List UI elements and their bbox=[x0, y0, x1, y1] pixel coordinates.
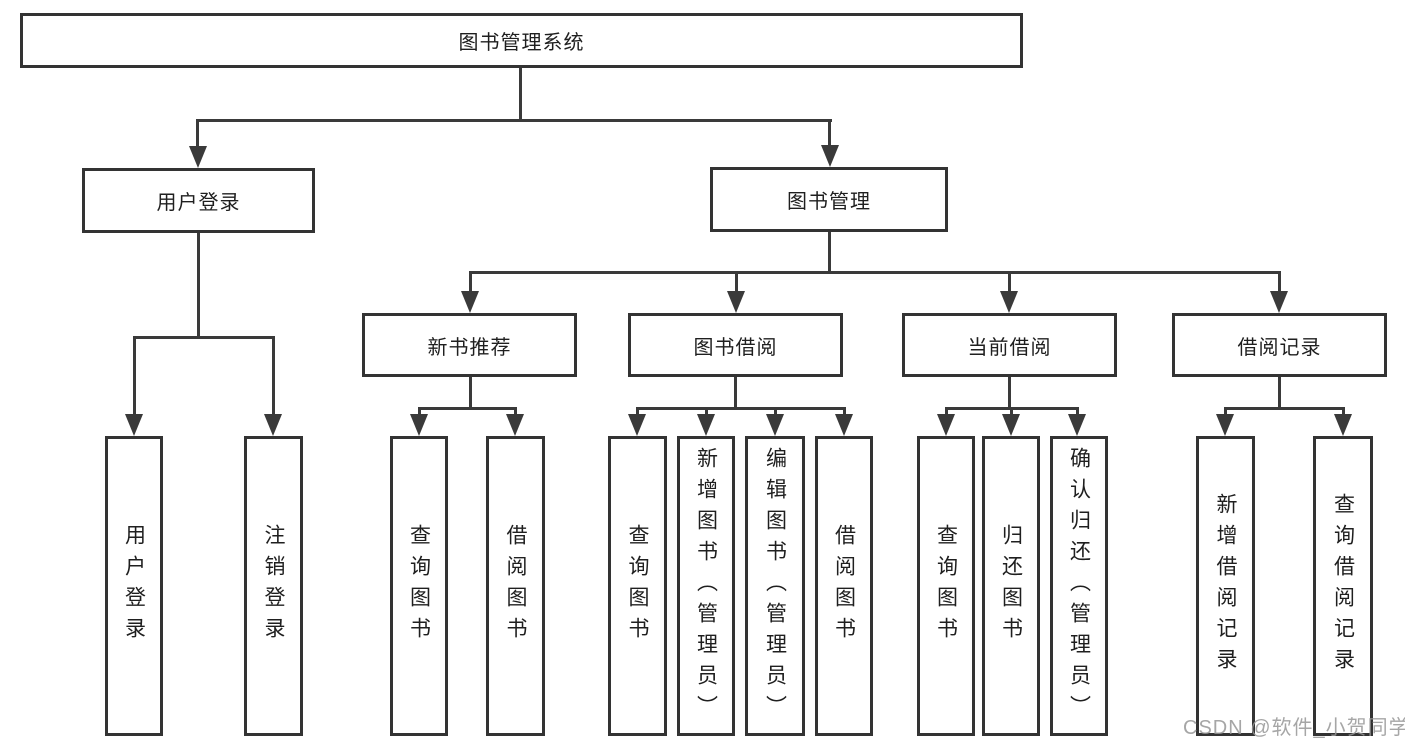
connector bbox=[418, 407, 421, 417]
arrowhead bbox=[461, 291, 479, 313]
node-new-book-recommend: 新书推荐 bbox=[362, 313, 577, 377]
arrowhead bbox=[1270, 291, 1288, 313]
leaf-add-borrow-record: 新增借阅记录 bbox=[1196, 436, 1255, 736]
connector bbox=[636, 407, 846, 410]
node-book-borrow: 图书借阅 bbox=[628, 313, 843, 377]
connector bbox=[1010, 407, 1013, 417]
arrowhead bbox=[1002, 414, 1020, 436]
connector bbox=[514, 407, 517, 417]
leaf-newrec-query-book: 查询图书 bbox=[390, 436, 448, 736]
node-current-borrow: 当前借阅 bbox=[902, 313, 1117, 377]
connector bbox=[197, 233, 200, 339]
arrowhead bbox=[937, 414, 955, 436]
leaf-edit-book-admin-label: 编辑图书（管理员） bbox=[763, 446, 787, 726]
arrowhead bbox=[264, 414, 282, 436]
connector bbox=[418, 407, 517, 410]
connector bbox=[133, 336, 136, 416]
leaf-current-query-book: 查询图书 bbox=[917, 436, 975, 736]
leaf-edit-book-admin: 编辑图书（管理员） bbox=[745, 436, 805, 736]
connector bbox=[1076, 407, 1079, 417]
arrowhead bbox=[410, 414, 428, 436]
leaf-logout-label: 注销登录 bbox=[262, 524, 285, 648]
leaf-logout: 注销登录 bbox=[244, 436, 303, 736]
arrowhead bbox=[1000, 291, 1018, 313]
arrowhead bbox=[1334, 414, 1352, 436]
node-root: 图书管理系统 bbox=[20, 13, 1023, 68]
connector bbox=[774, 407, 777, 417]
connector bbox=[945, 407, 948, 417]
connector bbox=[828, 232, 831, 274]
connector bbox=[1278, 271, 1281, 293]
leaf-newrec-borrow-book: 借阅图书 bbox=[486, 436, 545, 736]
arrowhead bbox=[628, 414, 646, 436]
node-user-login: 用户登录 bbox=[82, 168, 315, 233]
leaf-query-borrow-record-label: 查询借阅记录 bbox=[1331, 493, 1355, 679]
node-borrow-record: 借阅记录 bbox=[1172, 313, 1387, 377]
node-new-book-recommend-label: 新书推荐 bbox=[427, 336, 512, 359]
leaf-query-borrow-record: 查询借阅记录 bbox=[1313, 436, 1373, 736]
connector bbox=[1342, 407, 1345, 417]
arrowhead bbox=[189, 146, 207, 168]
leaf-user-login: 用户登录 bbox=[105, 436, 163, 736]
leaf-borrow-borrow-book: 借阅图书 bbox=[815, 436, 873, 736]
node-book-management-label: 图书管理 bbox=[787, 191, 871, 213]
connector bbox=[196, 119, 832, 122]
leaf-confirm-return-admin-label: 确认归还（管理员） bbox=[1067, 446, 1091, 726]
connector bbox=[133, 336, 275, 339]
connector bbox=[734, 377, 737, 410]
arrowhead bbox=[835, 414, 853, 436]
connector bbox=[1224, 407, 1345, 410]
arrowhead bbox=[1068, 414, 1086, 436]
node-current-borrow-label: 当前借阅 bbox=[967, 336, 1052, 359]
leaf-add-borrow-record-label: 新增借阅记录 bbox=[1214, 493, 1237, 679]
leaf-confirm-return-admin: 确认归还（管理员） bbox=[1050, 436, 1108, 736]
connector bbox=[843, 407, 846, 417]
connector bbox=[272, 336, 275, 416]
arrowhead bbox=[766, 414, 784, 436]
leaf-current-query-book-label: 查询图书 bbox=[934, 524, 958, 648]
arrowhead bbox=[821, 145, 839, 167]
node-root-label: 图书管理系统 bbox=[458, 32, 585, 54]
connector bbox=[735, 271, 738, 293]
connector bbox=[469, 271, 1281, 274]
connector bbox=[469, 377, 472, 410]
arrowhead bbox=[697, 414, 715, 436]
connector bbox=[1224, 407, 1227, 417]
leaf-borrow-query-book: 查询图书 bbox=[608, 436, 667, 736]
connector bbox=[1278, 377, 1281, 410]
leaf-newrec-borrow-book-label: 借阅图书 bbox=[504, 524, 527, 648]
node-book-borrow-label: 图书借阅 bbox=[693, 336, 778, 359]
leaf-user-login-label: 用户登录 bbox=[122, 524, 146, 648]
connector bbox=[1008, 271, 1011, 293]
leaf-newrec-query-book-label: 查询图书 bbox=[407, 524, 431, 648]
leaf-add-book-admin: 新增图书（管理员） bbox=[677, 436, 735, 736]
connector bbox=[828, 119, 831, 147]
arrowhead bbox=[727, 291, 745, 313]
connector bbox=[1008, 377, 1011, 410]
leaf-return-book-label: 归还图书 bbox=[999, 524, 1023, 648]
arrowhead bbox=[506, 414, 524, 436]
connector bbox=[636, 407, 639, 417]
arrowhead bbox=[125, 414, 143, 436]
leaf-add-book-admin-label: 新增图书（管理员） bbox=[694, 446, 718, 726]
connector bbox=[705, 407, 708, 417]
connector bbox=[196, 119, 199, 147]
node-book-management: 图书管理 bbox=[710, 167, 948, 232]
leaf-return-book: 归还图书 bbox=[982, 436, 1040, 736]
connector bbox=[469, 271, 472, 293]
leaf-borrow-borrow-book-label: 借阅图书 bbox=[832, 524, 856, 648]
connector bbox=[519, 68, 522, 119]
node-user-login-label: 用户登录 bbox=[156, 192, 241, 214]
arrowhead bbox=[1216, 414, 1234, 436]
node-borrow-record-label: 借阅记录 bbox=[1237, 336, 1322, 359]
leaf-borrow-query-book-label: 查询图书 bbox=[626, 524, 649, 648]
